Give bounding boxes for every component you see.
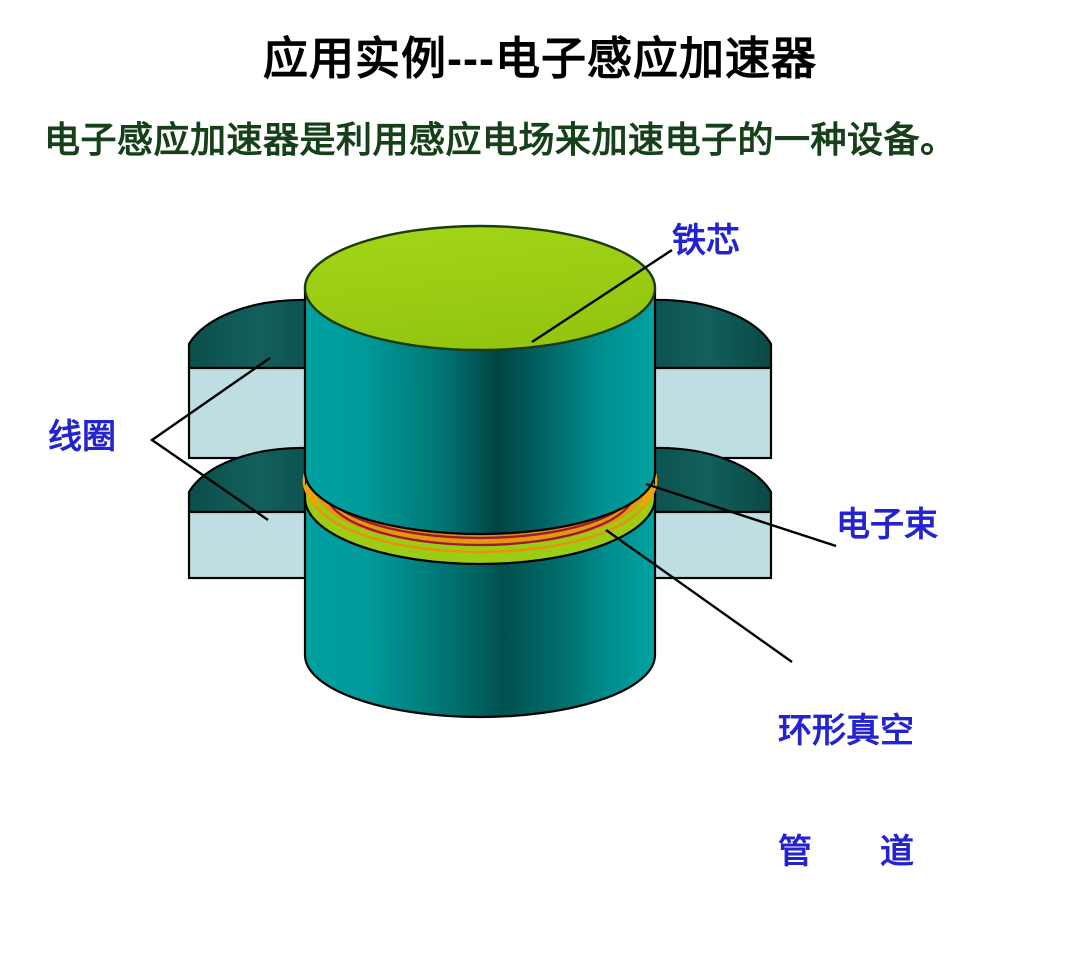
- page-title: 应用实例---电子感应加速器: [263, 33, 817, 84]
- label-electron-beam: 电子束: [836, 507, 938, 544]
- iron-core-top-cylinder[interactable]: [303, 224, 657, 536]
- upper-right-pole-shoulder: [651, 298, 773, 370]
- label-vacuum-tube-line1: 环形真空: [778, 713, 914, 751]
- upper-left-coil-slab[interactable]: [187, 366, 309, 460]
- label-vacuum-tube: 环形真空 管 道: [778, 632, 914, 953]
- leader-electron-beam: [645, 482, 837, 548]
- lower-right-coil-slab[interactable]: [651, 510, 773, 580]
- leader-vacuum-tube: [605, 529, 793, 663]
- leader-iron-core: [531, 248, 673, 344]
- betatron-diagram: [149, 224, 837, 719]
- leader-lines: [149, 248, 837, 663]
- label-coil: 线圈: [48, 419, 116, 456]
- slide: 应用实例---电子感应加速器 电子感应加速器是利用感应电场来加速电子的一种设备。: [44, 33, 957, 871]
- lower-left-pole-shoulder: [187, 446, 309, 514]
- label-iron-core: 铁芯: [672, 223, 740, 260]
- upper-left-pole-shoulder: [187, 298, 309, 370]
- label-vacuum-tube-line2: 管 道: [778, 833, 914, 871]
- iron-core-top-face: [303, 224, 657, 352]
- body-paragraph: 电子感应加速器是利用感应电场来加速电子的一种设备。: [44, 120, 957, 160]
- upper-right-coil-slab[interactable]: [651, 366, 773, 460]
- leader-coil-pair: [149, 357, 271, 521]
- lower-left-coil-slab[interactable]: [187, 510, 309, 580]
